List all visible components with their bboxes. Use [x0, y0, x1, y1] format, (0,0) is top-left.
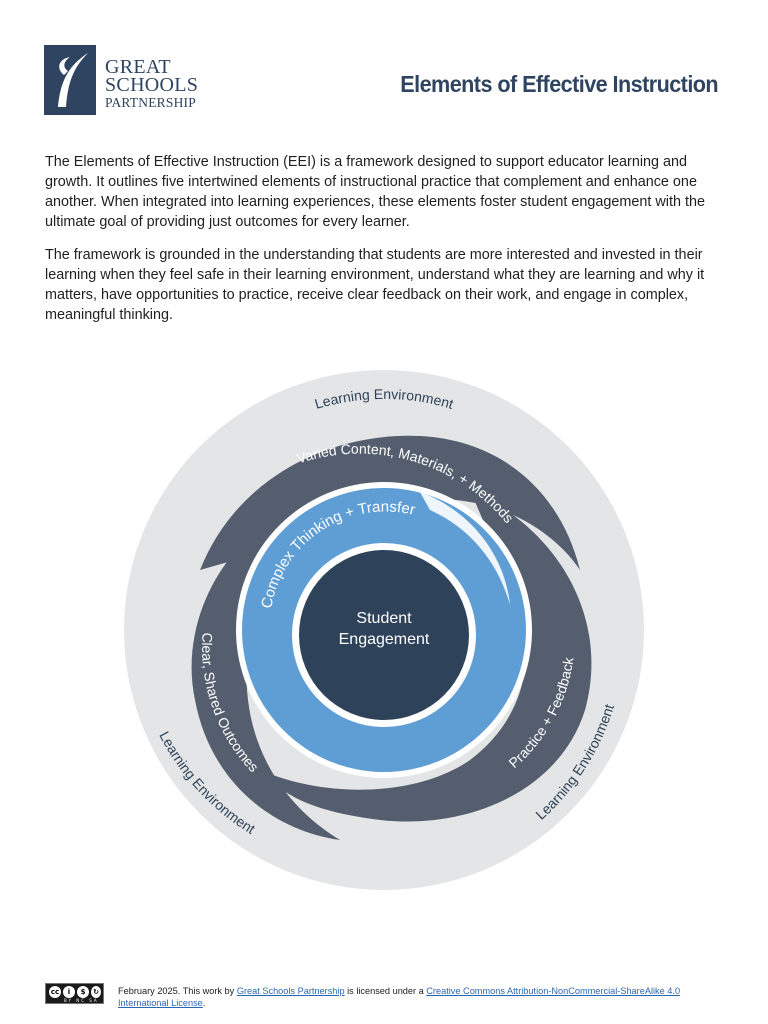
footer-end-text: . — [202, 998, 206, 1008]
cc-license-badge[interactable]: cc i $ ↻ BY NC SA — [45, 983, 104, 1004]
intro-paragraph-2: The framework is grounded in the underst… — [45, 247, 705, 323]
intro-section: The Elements of Effective Instruction (E… — [45, 152, 725, 338]
student-engagement-center — [299, 550, 469, 720]
intro-paragraph-1: The Elements of Effective Instruction (E… — [45, 154, 705, 230]
cc-badge-label: BY NC SA — [64, 998, 99, 1003]
logo-line-great: GREAT — [105, 56, 171, 78]
varied-content-band — [200, 435, 580, 570]
center-label-engagement: Engagement — [339, 631, 430, 648]
page-title: Elements of Effective Instruction — [400, 71, 718, 97]
logo-line-schools: SCHOOLS — [105, 74, 199, 96]
attribution-icon: i — [63, 986, 75, 998]
logo: GREAT SCHOOLS PARTNERSHIP — [44, 45, 214, 117]
framework-diagram: Student Engagement Learning Environment … — [124, 370, 644, 890]
sharealike-icon: ↻ — [91, 986, 101, 998]
logo-mark-icon — [44, 45, 96, 115]
logo-line-partnership: PARTNERSHIP — [105, 95, 196, 110]
cc-icon: cc — [49, 986, 61, 998]
license-text: February 2025. This work by Great School… — [118, 985, 718, 1009]
license-link[interactable]: Creative Commons Attribution-NonCommerci… — [118, 986, 681, 1008]
noncommercial-icon: $ — [77, 986, 89, 998]
logo-text: GREAT SCHOOLS PARTNERSHIP — [105, 56, 199, 111]
footer: cc i $ ↻ BY NC SA February 2025. This wo… — [45, 982, 725, 1012]
gsp-link[interactable]: Great Schools Partnership — [236, 986, 345, 996]
footer-middle-text: is licensed under a — [344, 986, 427, 996]
footer-date-text: February 2025. This work by — [118, 986, 237, 996]
complex-swirl-highlight — [420, 492, 510, 605]
clear-outcomes-band — [191, 510, 340, 840]
center-label-student: Student — [356, 610, 412, 627]
